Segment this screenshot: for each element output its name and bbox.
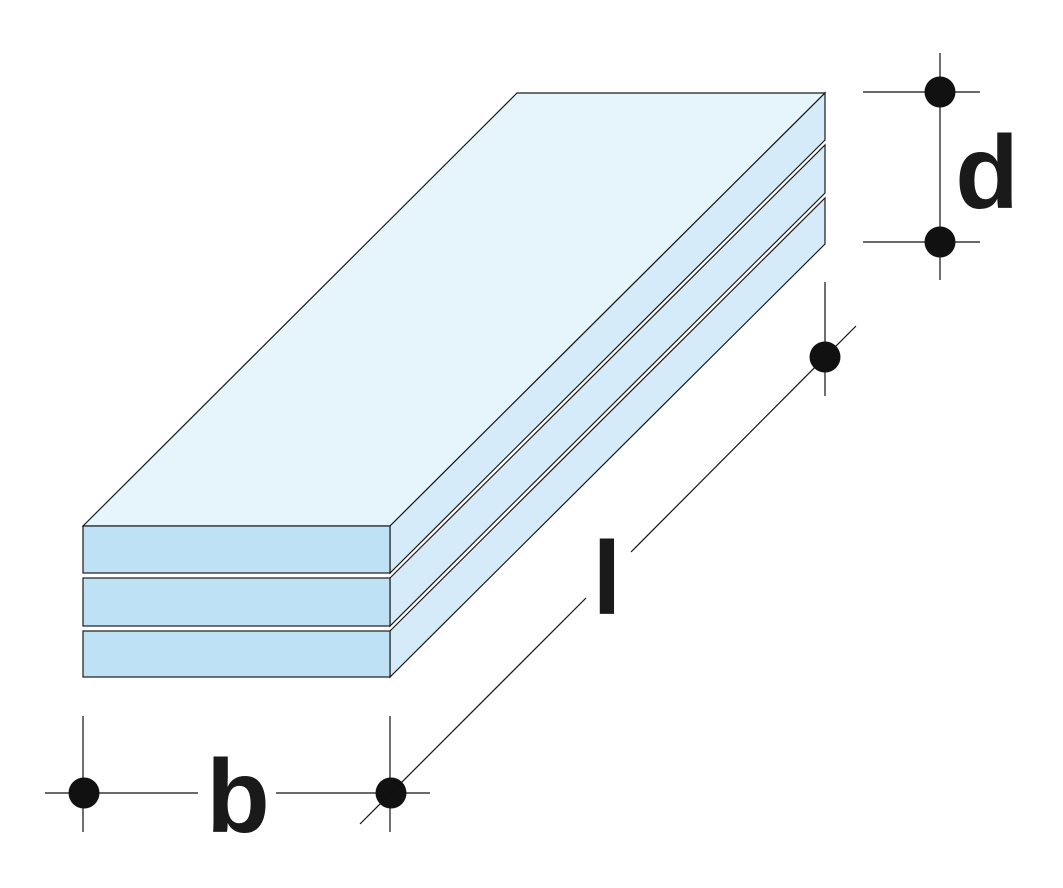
front-face-layer-3 — [82, 630, 391, 678]
front-face-layer-2 — [82, 577, 391, 627]
length-dimension-point-far — [809, 341, 841, 373]
thickness-dimension-point-bottom — [924, 226, 956, 258]
length-label: l — [593, 521, 622, 637]
width-label: b — [206, 739, 270, 855]
front-face-layer-1 — [82, 525, 391, 574]
thickness-dimension-point-top — [924, 76, 956, 108]
thickness-label: d — [955, 115, 1019, 231]
width-dimension-point-left — [68, 777, 100, 809]
